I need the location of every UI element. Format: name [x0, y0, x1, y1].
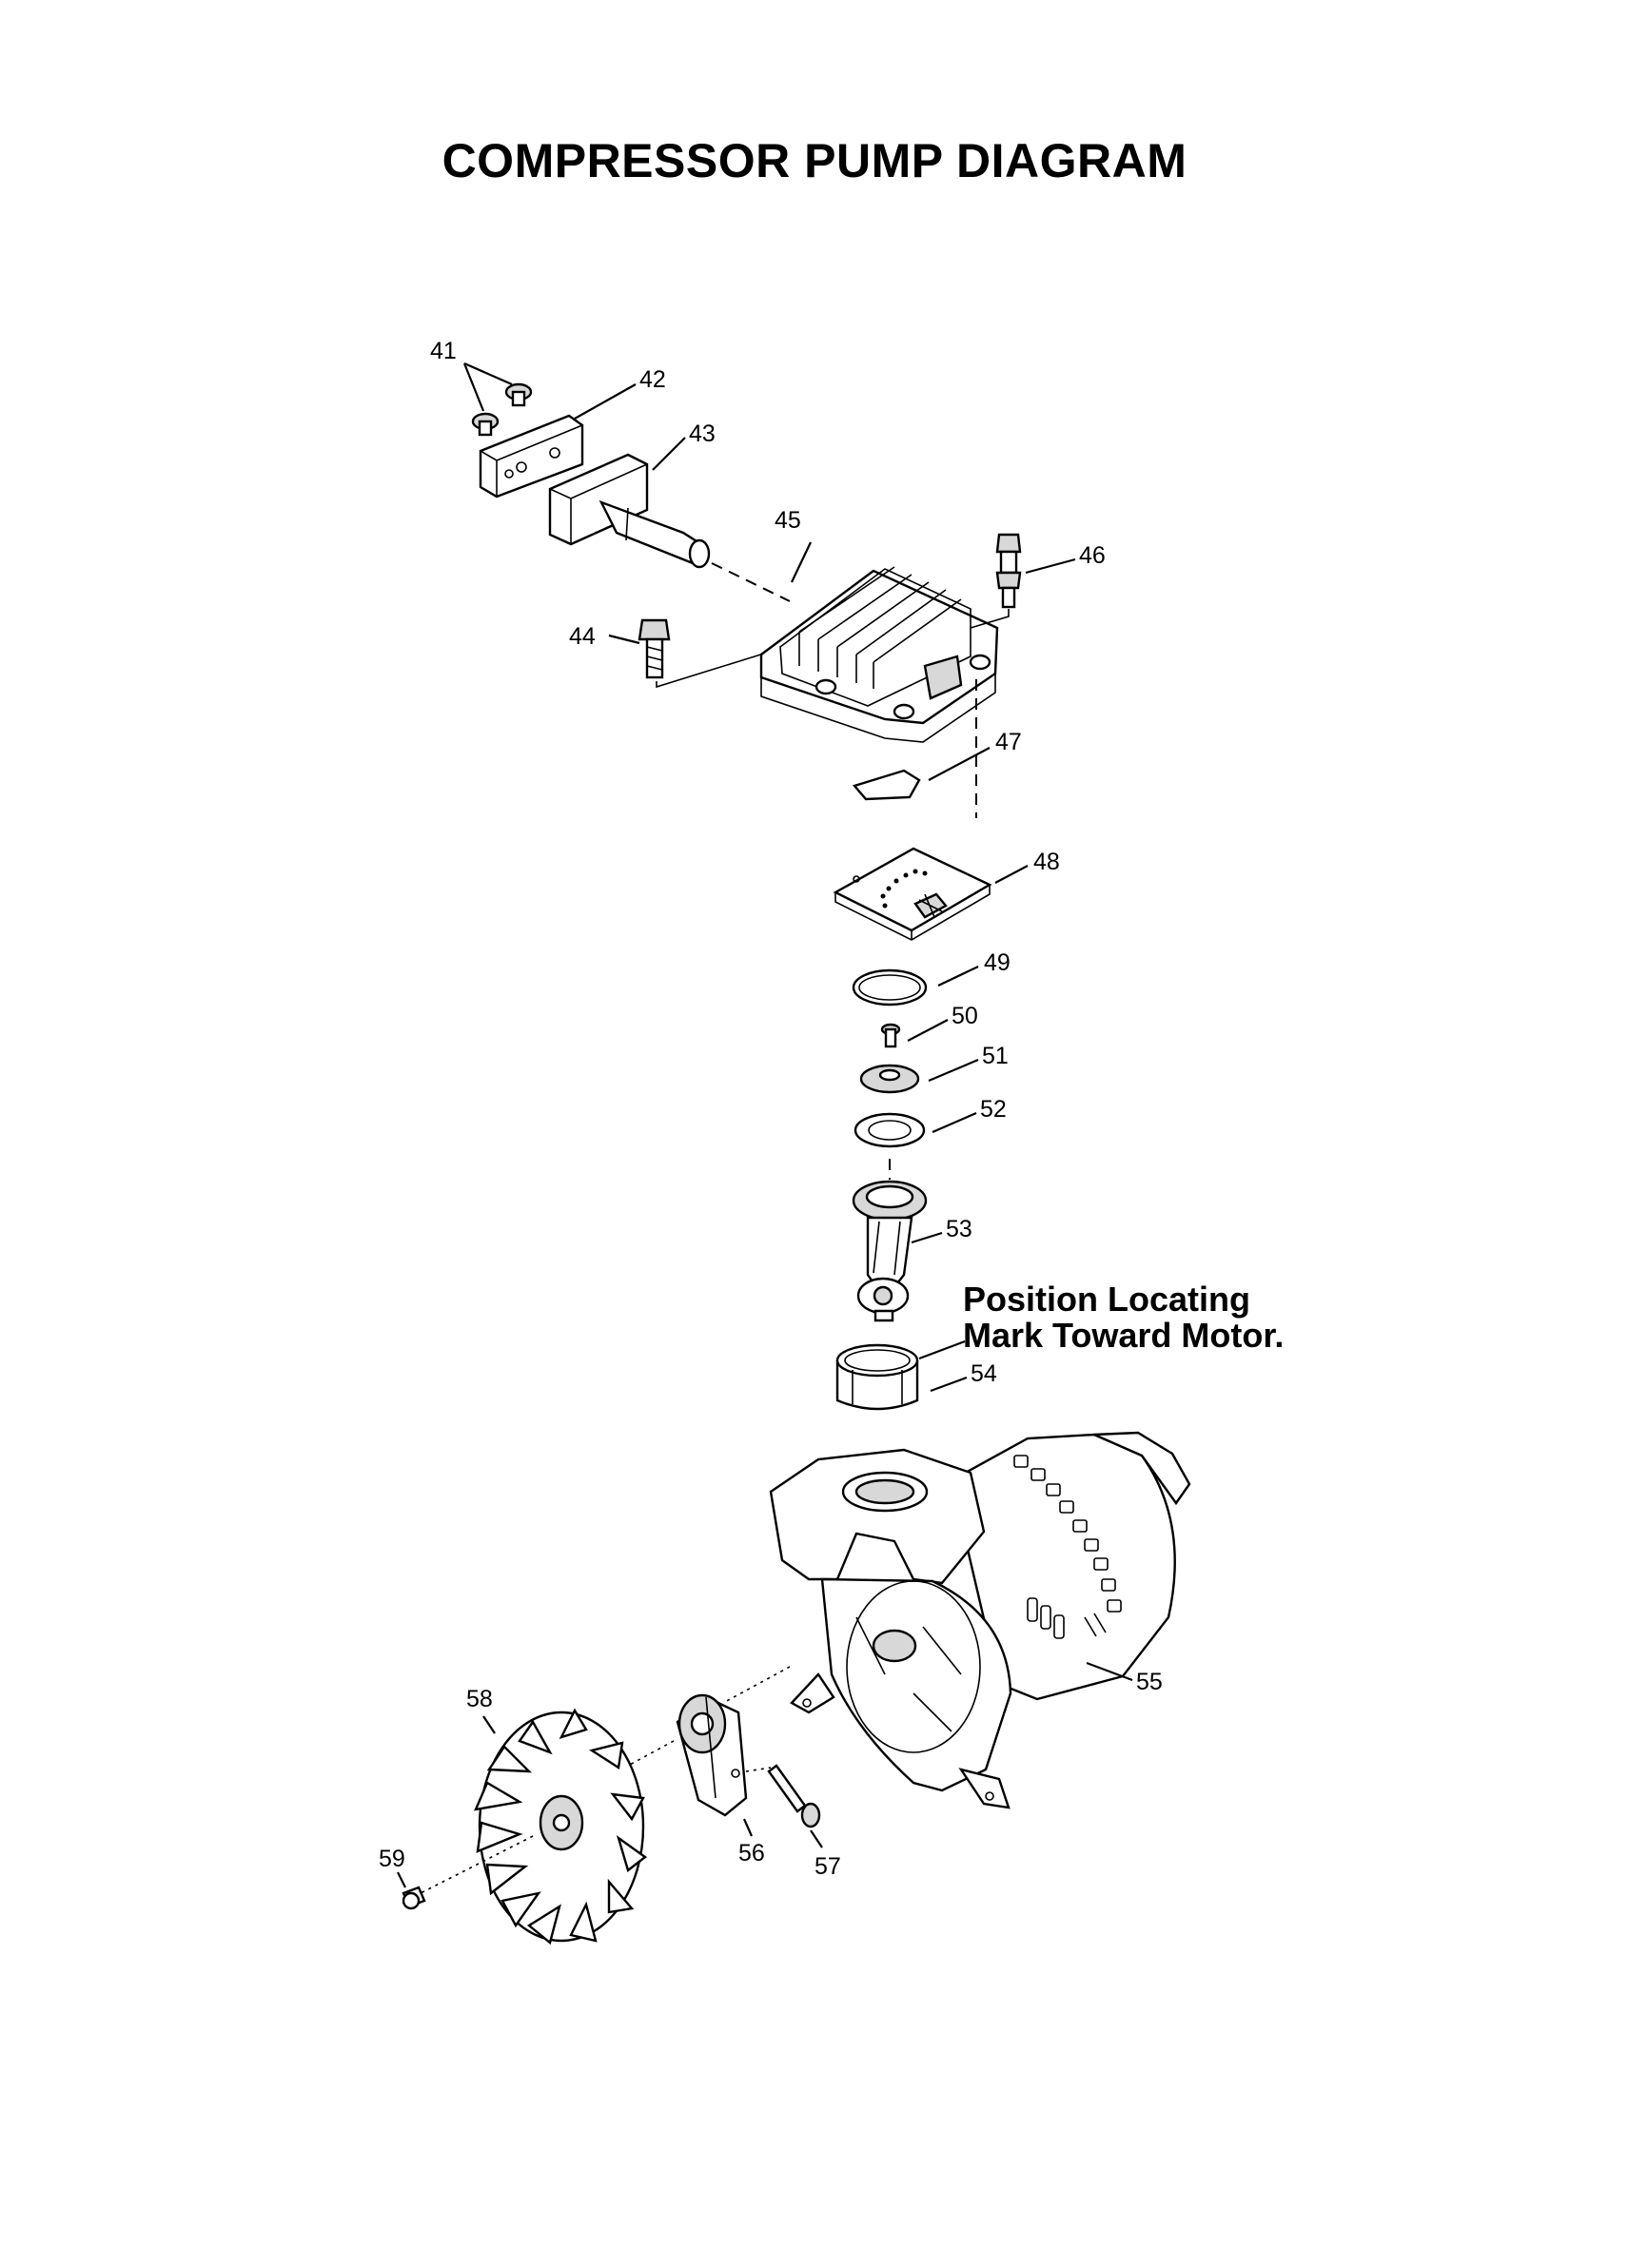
- motor-crankcase-icon: [769, 1431, 1191, 1809]
- screw-icon: [880, 1023, 901, 1048]
- intake-tube-icon: [548, 453, 711, 569]
- fan-icon: [474, 1708, 648, 1945]
- page-title: COMPRESSOR PUMP DIAGRAM: [442, 134, 1187, 187]
- part-label-43: 43: [689, 420, 716, 447]
- note-position-locating: Position Locating: [963, 1280, 1250, 1319]
- part-label-50: 50: [952, 1003, 978, 1029]
- valve-plate-icon: [833, 847, 992, 941]
- part-label-57: 57: [814, 1853, 841, 1880]
- bolt-icon: [638, 618, 671, 679]
- part-label-41: 41: [430, 338, 457, 364]
- part-label-53: 53: [946, 1216, 972, 1242]
- fan-bolt-icon: [402, 1886, 426, 1910]
- part-label-56: 56: [738, 1840, 765, 1867]
- connecting-rod-icon: [852, 1180, 928, 1322]
- part-label-44: 44: [569, 623, 596, 650]
- part-label-52: 52: [980, 1096, 1007, 1123]
- cylinder-sleeve-icon: [835, 1343, 919, 1411]
- retainer-icon: [859, 1064, 920, 1094]
- cylinder-head-icon: [759, 566, 999, 743]
- reed-valve-icon: [852, 769, 921, 801]
- part-label-55: 55: [1136, 1669, 1163, 1695]
- part-label-59: 59: [379, 1846, 405, 1872]
- set-screw-icon: [767, 1764, 821, 1828]
- o-ring-icon: [852, 968, 928, 1007]
- part-label-51: 51: [982, 1043, 1009, 1069]
- fitting-icon: [995, 533, 1022, 609]
- part-label-46: 46: [1079, 542, 1106, 569]
- plate-icon: [479, 414, 584, 499]
- cup-seal-icon: [854, 1112, 926, 1148]
- eccentric-icon: [676, 1693, 748, 1817]
- part-label-47: 47: [995, 729, 1022, 755]
- part-label-42: 42: [639, 366, 666, 393]
- part-label-48: 48: [1033, 849, 1060, 875]
- part-label-58: 58: [466, 1686, 493, 1712]
- part-label-49: 49: [984, 949, 1011, 976]
- part-label-54: 54: [971, 1360, 997, 1387]
- note-mark-toward-motor: Mark Toward Motor.: [963, 1316, 1284, 1355]
- part-label-45: 45: [775, 507, 801, 534]
- screw-pair-icon: [471, 382, 533, 437]
